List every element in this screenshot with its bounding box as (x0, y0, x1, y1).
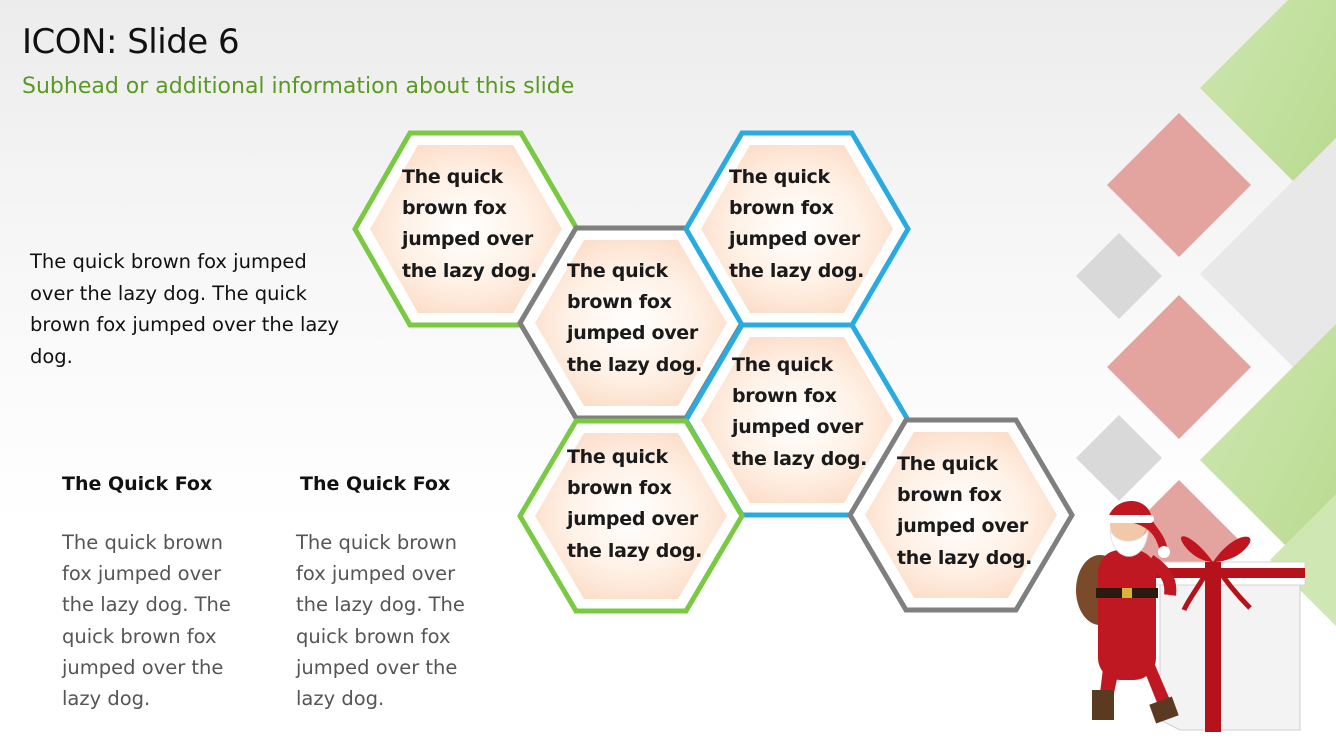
hexagon-2-text: The quick brown fox jumped over the lazy… (567, 256, 727, 381)
hexagon-3-text: The quick brown fox jumped over the lazy… (729, 162, 889, 287)
gift-box-icon (1155, 536, 1305, 732)
hexagon-4-text: The quick brown fox jumped over the lazy… (732, 350, 892, 475)
hexagon-5-text: The quick brown fox jumped over the lazy… (567, 442, 727, 567)
hexagon-1-text: The quick brown fox jumped over the lazy… (402, 162, 562, 287)
hexagon-6-text: The quick brown fox jumped over the lazy… (897, 449, 1057, 574)
santa-with-gift-image (1060, 490, 1336, 749)
